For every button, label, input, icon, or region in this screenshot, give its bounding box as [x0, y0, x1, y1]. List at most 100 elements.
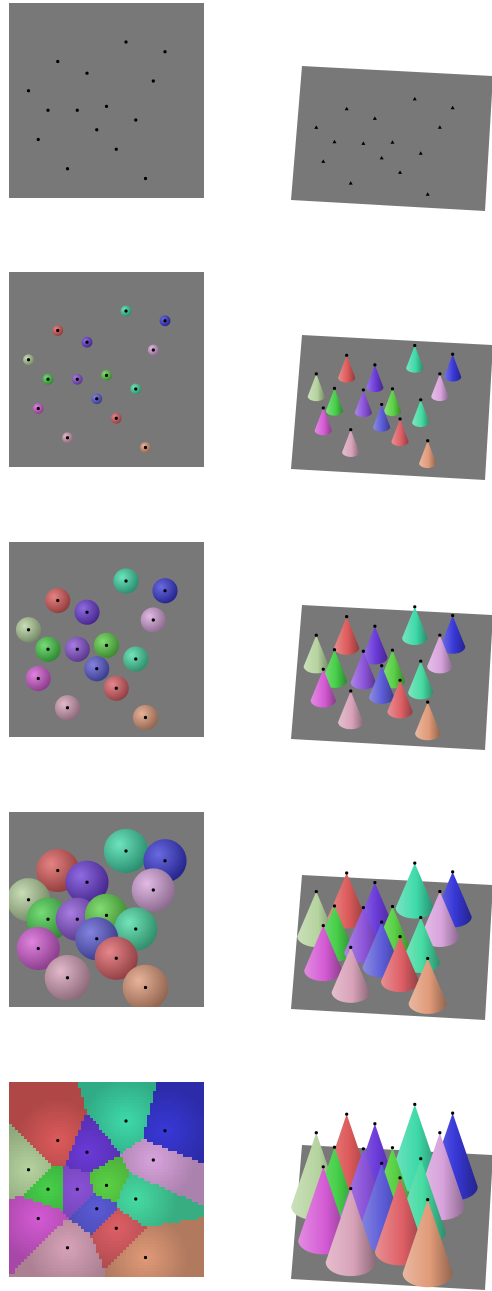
seed-point: [105, 644, 108, 647]
stage-small-cones: [9, 272, 492, 480]
seed-point: [134, 1197, 137, 1200]
seed-point: [163, 319, 166, 322]
cone-apex-point: [413, 862, 416, 865]
cone-apex-point: [349, 946, 352, 949]
cone-apex-point: [419, 1157, 422, 1160]
top-view-panel: [9, 272, 204, 467]
cone-apex-point: [380, 664, 383, 667]
top-view-regions: [9, 1082, 204, 1277]
seed-point: [56, 1139, 59, 1142]
seed-point: [66, 436, 69, 439]
cone-apex-point: [451, 614, 454, 617]
seed-point: [144, 986, 147, 989]
cone-apex-point: [362, 1147, 365, 1150]
seed-point: [144, 716, 147, 719]
cone-apex-point: [419, 660, 422, 663]
cone-apex-point: [380, 403, 383, 406]
seed-point: [46, 918, 49, 921]
cone-apex-point: [438, 890, 441, 893]
cone-apex-point: [391, 387, 394, 390]
cone-apex-point: [373, 363, 376, 366]
cone-apex-point: [315, 1131, 318, 1134]
cone-apex-point: [322, 406, 325, 409]
cone-apex-point: [438, 1131, 441, 1134]
cone-apex-point: [413, 344, 416, 347]
seed-point: [144, 446, 147, 449]
seed-point: [134, 927, 137, 930]
seed-point: [56, 599, 59, 602]
cone-apex-point: [333, 1146, 336, 1149]
cone-apex-point: [333, 904, 336, 907]
seed-point: [37, 947, 40, 950]
seed-point: [95, 937, 98, 940]
cone-apex-point: [315, 890, 318, 893]
cone-apex-point: [413, 605, 416, 608]
seed-point: [115, 1227, 118, 1230]
cone-apex-point: [373, 881, 376, 884]
cone-apex-point: [426, 439, 429, 442]
seed-point: [163, 589, 166, 592]
seed-point: [144, 177, 147, 180]
cone-apex-point: [345, 1113, 348, 1116]
seed-point: [105, 374, 108, 377]
seed-point: [152, 888, 155, 891]
seed-point: [37, 677, 40, 680]
seed-point: [76, 1188, 79, 1191]
seed-point: [46, 1188, 49, 1191]
cone-apex-point: [380, 1162, 383, 1165]
cone-apex-point: [398, 417, 401, 420]
seed-point: [46, 378, 49, 381]
seed-point: [95, 667, 98, 670]
seed-point: [124, 849, 127, 852]
seed-point: [27, 628, 30, 631]
seed-point: [76, 648, 79, 651]
cone-apex-point: [322, 1165, 325, 1168]
seed-point: [85, 1151, 88, 1154]
seed-point: [37, 1217, 40, 1220]
seed-point: [27, 1168, 30, 1171]
cone-apex-point: [398, 935, 401, 938]
seed-point: [95, 397, 98, 400]
cone-apex-point: [451, 870, 454, 873]
seed-point: [37, 407, 40, 410]
seed-point: [115, 417, 118, 420]
seed-point: [95, 128, 98, 131]
cone-apex-point: [391, 649, 394, 652]
seed-point: [124, 40, 127, 43]
seed-point: [27, 358, 30, 361]
cone-apex-point: [345, 615, 348, 618]
seed-point: [115, 148, 118, 151]
seed-point: [66, 706, 69, 709]
cone-apex-point: [345, 354, 348, 357]
seed-point: [152, 348, 155, 351]
cone-apex-point: [413, 1103, 416, 1106]
seed-point: [85, 881, 88, 884]
cone-apex-point: [451, 1112, 454, 1115]
seed-point: [56, 869, 59, 872]
cone-apex-point: [349, 428, 352, 431]
seed-point: [105, 1184, 108, 1187]
seed-point: [76, 378, 79, 381]
seed-point: [56, 60, 59, 63]
cone-apex-point: [362, 650, 365, 653]
cone-apex-point: [373, 625, 376, 628]
seed-point: [105, 914, 108, 917]
seed-point: [46, 109, 49, 112]
cone-apex-point: [426, 701, 429, 704]
cone-apex-point: [349, 689, 352, 692]
seed-point: [163, 1129, 166, 1132]
cone-apex-point: [419, 916, 422, 919]
cone-apex-point: [380, 920, 383, 923]
seed-point: [85, 72, 88, 75]
seed-point: [124, 579, 127, 582]
seed-point: [85, 341, 88, 344]
cone-apex-point: [333, 387, 336, 390]
seed-point: [134, 118, 137, 121]
seed-point: [27, 898, 30, 901]
seed-point: [163, 859, 166, 862]
cone-apex-point: [426, 1198, 429, 1201]
perspective-plane: [291, 66, 492, 211]
cone-apex-point: [362, 906, 365, 909]
cone-apex-point: [419, 398, 422, 401]
